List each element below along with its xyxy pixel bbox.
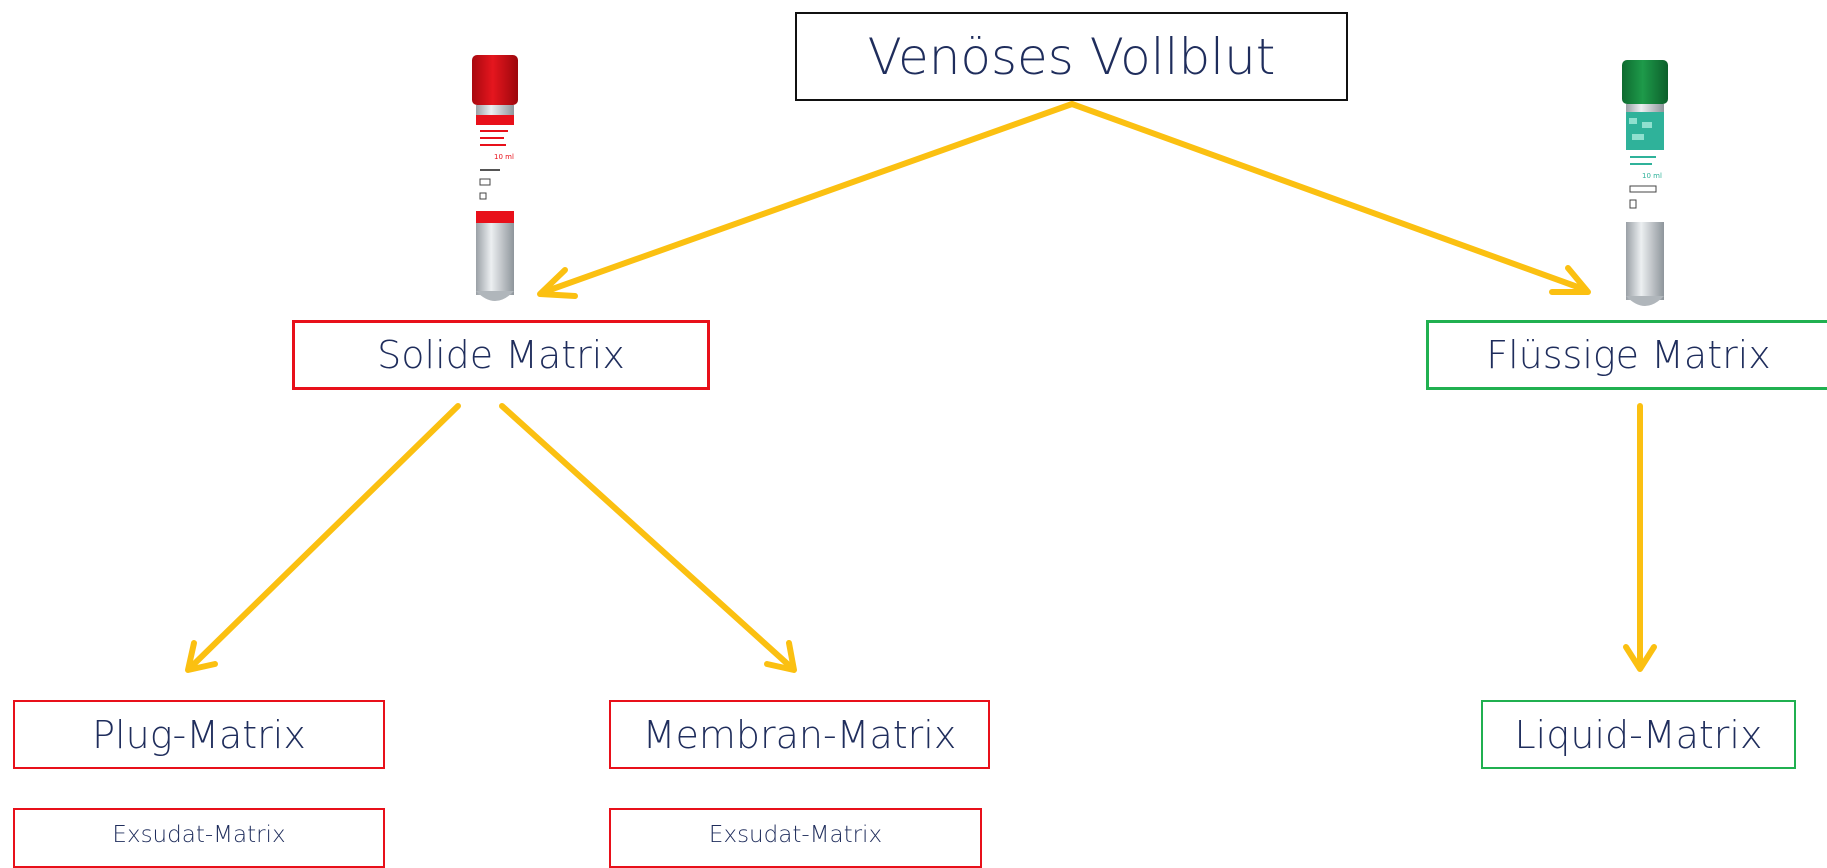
green-tube-volume-label: 10 ml — [1642, 172, 1662, 180]
arrow-root-to-solid-head — [537, 267, 578, 299]
node-liquid-matrix: Liquid-Matrix — [1481, 700, 1796, 769]
node-exsudat-matrix-right-label: Exsudat-Matrix — [708, 822, 883, 848]
node-membran-matrix-label: Membran-Matrix — [642, 712, 957, 757]
node-fluessige-matrix: Flüssige Matrix — [1426, 320, 1827, 390]
arrow-solid-to-membran-head — [764, 640, 797, 673]
node-solide-matrix-label: Solide Matrix — [377, 333, 625, 377]
arrow-root-to-liquid — [1069, 101, 1589, 293]
arrow-liquid-to-liquid-matrix-head — [1623, 644, 1657, 672]
node-exsudat-matrix-left-label: Exsudat-Matrix — [112, 822, 286, 848]
node-membran-matrix: Membran-Matrix — [609, 700, 990, 769]
arrow-solid-to-plug — [187, 403, 461, 671]
arrow-root-to-solid — [541, 101, 1075, 295]
node-exsudat-matrix-right: Exsudat-Matrix — [609, 808, 982, 868]
node-liquid-matrix-label: Liquid-Matrix — [1514, 712, 1763, 757]
node-plug-matrix: Plug-Matrix — [13, 700, 385, 769]
node-exsudat-matrix-left: Exsudat-Matrix — [13, 808, 385, 868]
green-blood-tube-icon: 10 ml — [1622, 60, 1668, 306]
node-plug-matrix-label: Plug-Matrix — [92, 712, 306, 757]
root-node-venoeses-vollblut: Venöses Vollblut — [795, 12, 1348, 101]
red-tube-volume-label: 10 ml — [494, 153, 514, 161]
node-fluessige-matrix-label: Flüssige Matrix — [1486, 333, 1771, 377]
root-node-label: Venöses Vollblut — [867, 27, 1276, 86]
arrow-solid-to-plug-head — [185, 640, 218, 673]
arrow-solid-to-membran — [499, 403, 795, 671]
red-blood-tube-icon: 10 ml — [472, 55, 518, 301]
arrow-root-to-liquid-head — [1549, 265, 1591, 295]
node-solide-matrix: Solide Matrix — [292, 320, 710, 390]
